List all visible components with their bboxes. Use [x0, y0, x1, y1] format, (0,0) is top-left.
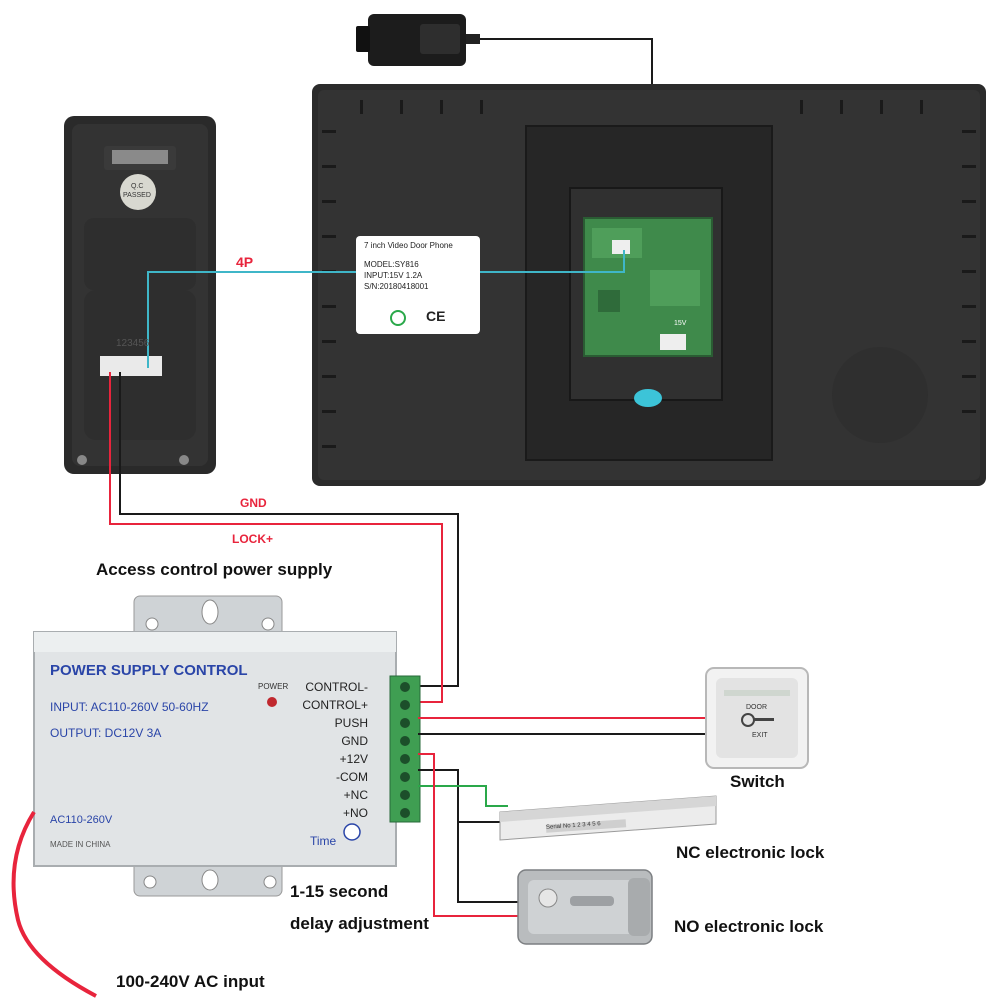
- label-gnd: GND: [240, 496, 267, 510]
- terminal-no: +NO: [342, 806, 368, 820]
- label-4p: 4P: [236, 254, 254, 270]
- terminal-labels: CONTROL- CONTROL+ PUSH GND +12V -COM +NC…: [296, 680, 368, 824]
- power-supply-unit: [33, 595, 397, 897]
- switch-exit-label: EXIT: [752, 732, 768, 739]
- caption-no-lock: NO electronic lock: [674, 917, 824, 936]
- caption-access-control: Access control power supply: [96, 560, 333, 579]
- terminal-gnd: GND: [341, 734, 368, 748]
- compliance-icon: [390, 310, 406, 326]
- caption-delay-line2: delay adjustment: [290, 914, 429, 933]
- terminal-block: [389, 675, 421, 823]
- terminal-control-plus: CONTROL+: [302, 698, 368, 712]
- power-adapter: [356, 14, 480, 66]
- terminal-push: PUSH: [334, 716, 368, 730]
- terminal-nc: +NC: [343, 788, 368, 802]
- sticker-input: INPUT:15V 1.2A: [364, 271, 423, 280]
- terminal-12v: +12V: [339, 752, 368, 766]
- connector-numbers: 123456: [116, 338, 150, 349]
- monitor-back: [312, 84, 986, 486]
- no-electric-lock: [517, 869, 653, 945]
- psu-made-in: MADE IN CHINA: [50, 840, 111, 849]
- switch-door-label: DOOR: [746, 704, 767, 711]
- psu-ac-rating: AC110-260V: [50, 814, 113, 826]
- terminal-com: -COM: [336, 770, 368, 784]
- qc-stamp-line2: PASSED: [123, 192, 151, 199]
- exit-switch: [705, 667, 809, 769]
- qc-stamp-line1: Q.C: [131, 183, 144, 190]
- outdoor-camera-unit: [64, 116, 216, 474]
- terminal-control-minus: CONTROL-: [305, 680, 368, 694]
- psu-output: OUTPUT: DC12V 3A: [50, 726, 162, 740]
- sticker-title: 7 inch Video Door Phone: [364, 241, 453, 250]
- psu-power-label: POWER: [258, 682, 289, 691]
- psu-time-label: Time: [310, 834, 337, 848]
- sticker-sn: S/N:20180418001: [364, 282, 429, 291]
- board-label: 15V: [674, 320, 687, 327]
- label-lock-plus: LOCK+: [232, 532, 274, 546]
- caption-nc-lock: NC electronic lock: [676, 843, 825, 862]
- sticker-ce: CE: [426, 308, 446, 324]
- caption-delay-line1: 1-15 second: [290, 882, 389, 901]
- psu-title: POWER SUPPLY CONTROL: [50, 662, 248, 679]
- sticker-model: MODEL:SY816: [364, 260, 419, 269]
- caption-ac-input: 100-240V AC input: [116, 972, 265, 991]
- psu-input: INPUT: AC110-260V 50-60HZ: [50, 700, 209, 714]
- caption-switch: Switch: [730, 772, 785, 791]
- monitor-sticker: 7 inch Video Door Phone MODEL:SY816 INPU…: [356, 236, 480, 334]
- nc-magnetic-lock: [499, 795, 717, 841]
